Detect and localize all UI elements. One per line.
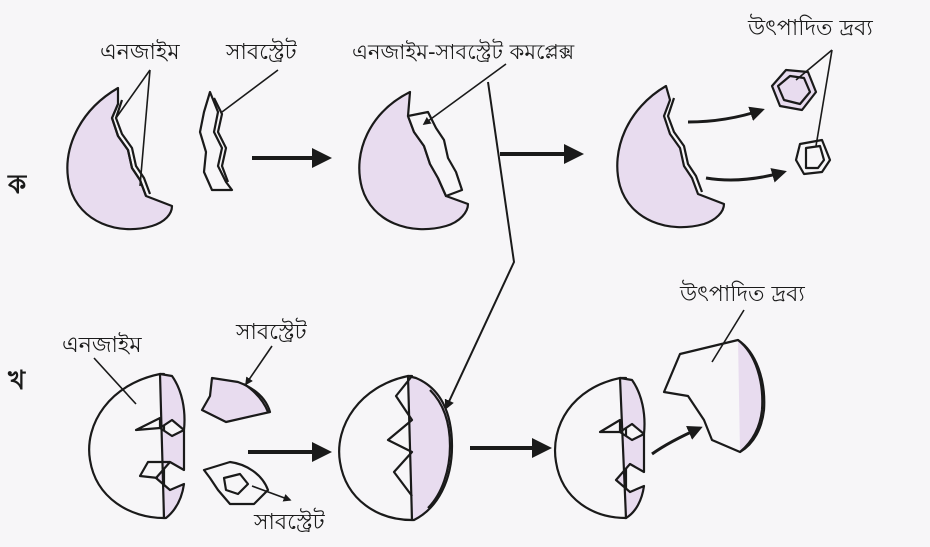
row-b-substrate-top	[202, 378, 270, 422]
row-b-product	[664, 340, 764, 452]
row-b-complex	[339, 376, 452, 520]
row-a-enzyme-released	[617, 86, 724, 227]
row-a-substrate	[200, 92, 232, 190]
row-a-complex	[359, 92, 468, 229]
row-b-substrate-bottom	[204, 462, 268, 504]
row-a-product-1	[772, 70, 816, 110]
row-b-enzyme-released	[555, 378, 644, 518]
row-a-enzyme	[67, 88, 172, 229]
row-a-product-2	[796, 140, 830, 174]
row-b-enzyme	[89, 374, 184, 518]
